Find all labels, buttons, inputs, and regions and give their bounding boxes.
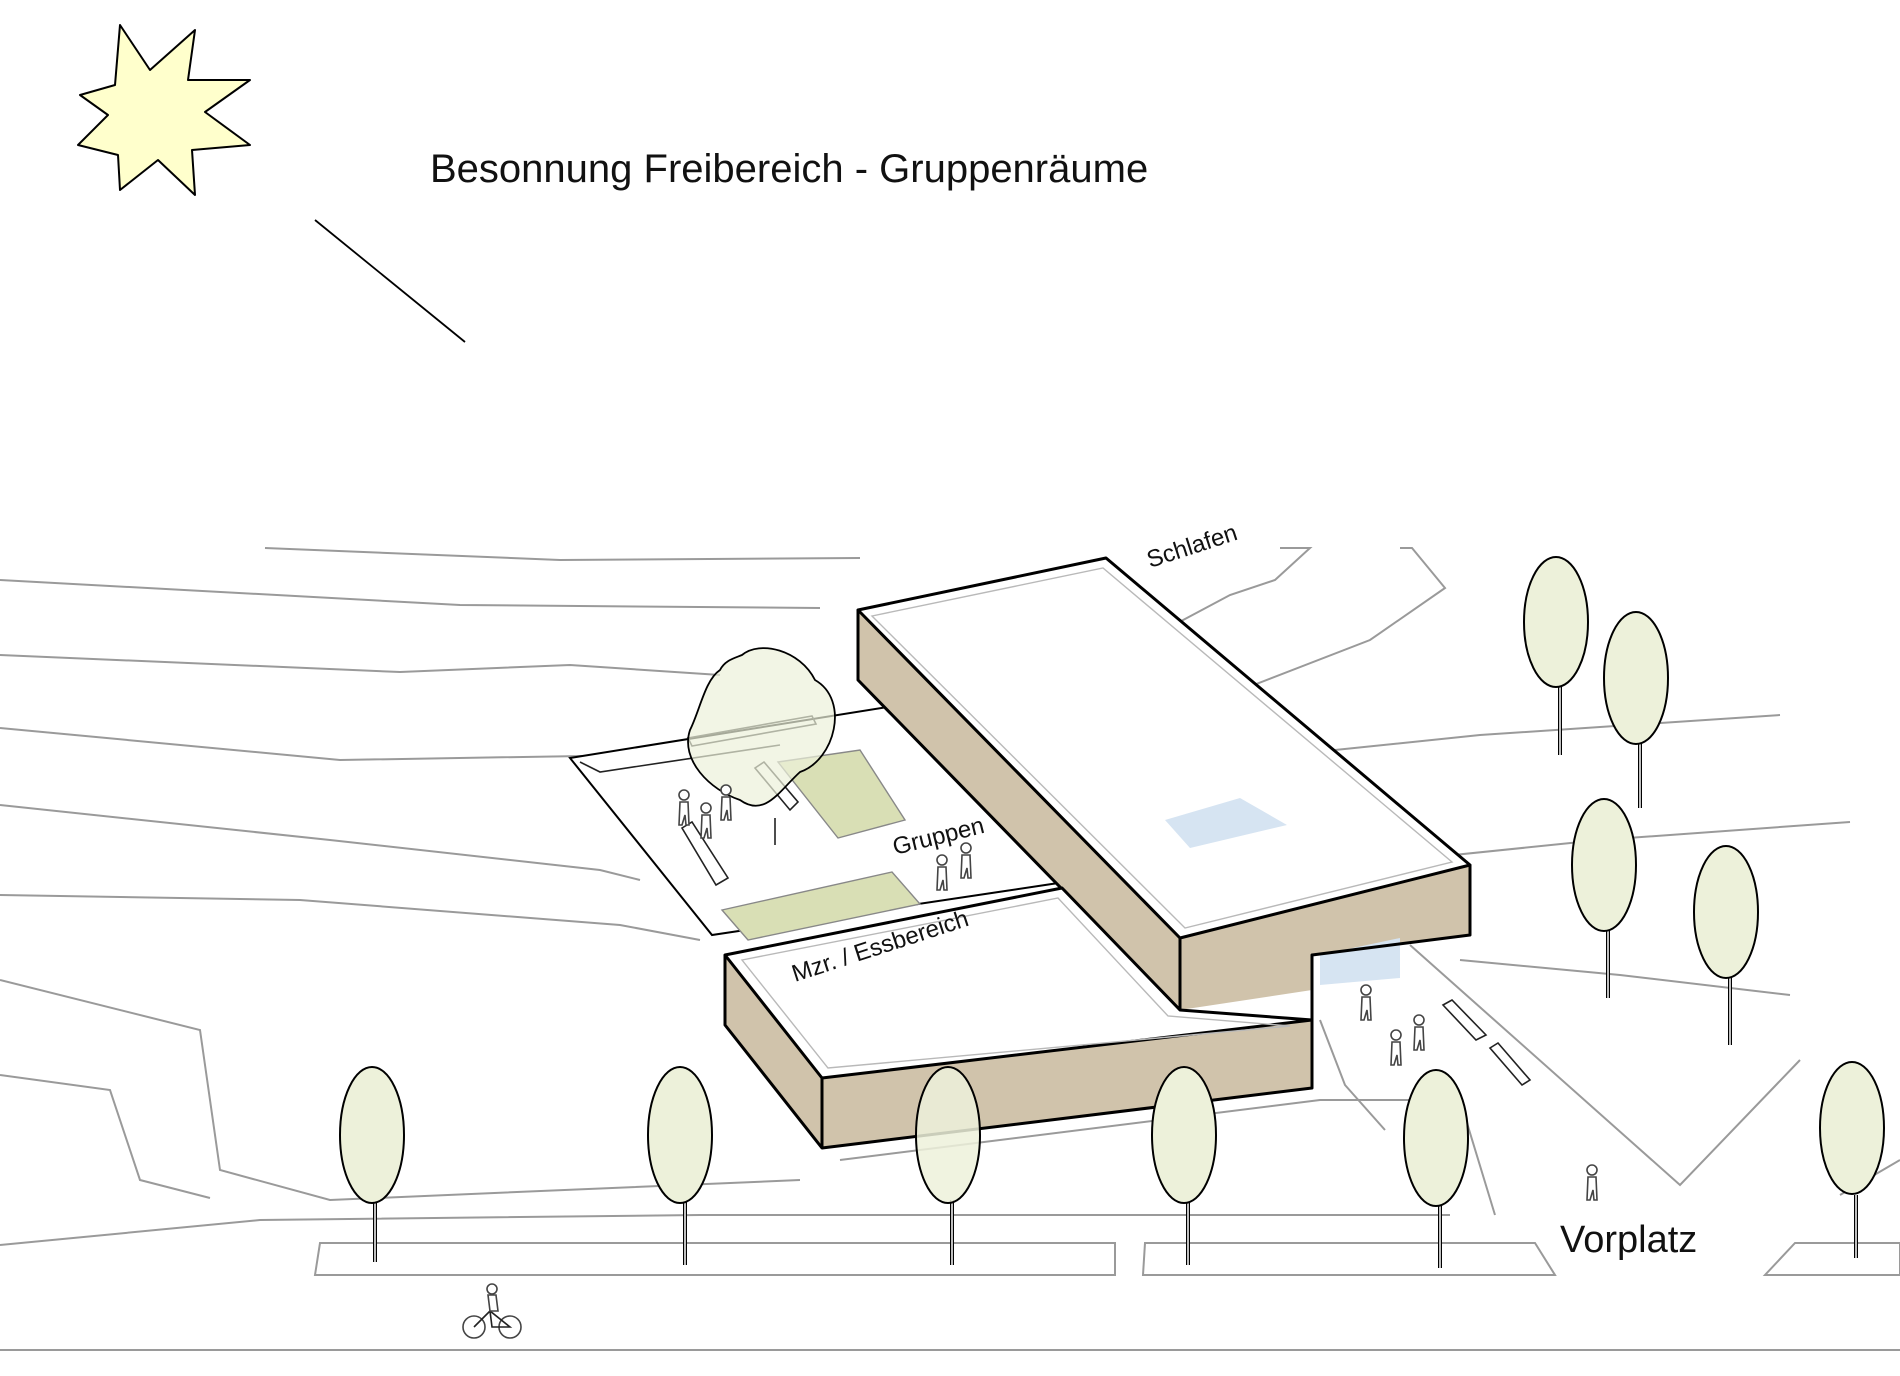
playground-tree-icon: [687, 647, 836, 807]
tree-icon: [1403, 1069, 1469, 1268]
cyclist-icon: [462, 1283, 522, 1339]
glazing-recess: [1320, 938, 1400, 985]
person-icon: [936, 854, 948, 891]
label-schlafen: Schlafen: [1144, 519, 1241, 574]
lawn-patch-lower: [720, 871, 922, 941]
tree-icon: [1523, 556, 1589, 755]
sun-ray: [314, 219, 466, 343]
person-icon: [1390, 1029, 1402, 1066]
person-icon: [1360, 984, 1372, 1021]
label-vorplatz: Vorplatz: [1560, 1219, 1697, 1261]
tree-icon: [647, 1066, 713, 1265]
lawn-patch-upper: [776, 749, 907, 839]
facade-upper-front: [1180, 865, 1470, 1010]
person-icon: [1586, 1164, 1598, 1201]
tree-icon: [1819, 1061, 1885, 1258]
person-icon: [700, 802, 712, 839]
tree-icon: [1151, 1066, 1217, 1265]
person-icon-group: [678, 784, 972, 891]
tree-icon: [339, 1066, 405, 1262]
person-icon: [960, 842, 972, 879]
person-icon: [1413, 1014, 1425, 1051]
tree-icon: [1571, 798, 1637, 998]
roof-lower-parapet: [740, 897, 1291, 1069]
facade-upper-side: [858, 610, 1180, 1010]
person-icon: [720, 784, 732, 821]
diagram-title: Besonnung Freibereich - Gruppenräume: [430, 147, 1148, 191]
tree-icon: [1693, 845, 1759, 1045]
forecourt: [1360, 984, 1598, 1201]
building-upper: [856, 556, 1472, 1020]
person-icon: [678, 789, 690, 826]
facade-lower-side: [725, 955, 822, 1148]
tree-icon: [1603, 611, 1669, 808]
skylight: [1165, 798, 1287, 848]
roof-lower: [723, 886, 1314, 1080]
sun-icon: [77, 24, 251, 196]
roof-upper-parapet: [870, 567, 1454, 929]
trees: [339, 556, 1885, 1268]
tree-icon: [915, 1066, 981, 1265]
